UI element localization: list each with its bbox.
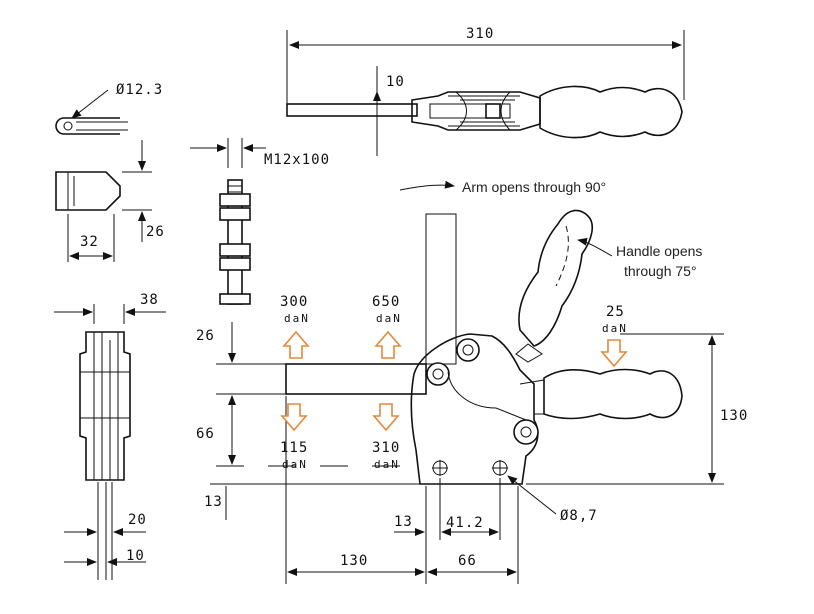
force-310-unit: daN bbox=[374, 458, 400, 471]
force-300-value: 300 bbox=[280, 294, 308, 310]
force-650-unit: daN bbox=[376, 312, 402, 325]
dim-arm-offset-top: 26 bbox=[196, 328, 215, 344]
force-115-unit: daN bbox=[282, 458, 308, 471]
force-115-arrow bbox=[280, 403, 308, 432]
force-310-value: 310 bbox=[372, 440, 400, 456]
top-view: 310 10 bbox=[286, 26, 685, 156]
dim-tip-height: 26 bbox=[146, 224, 165, 240]
dim-hole-diameter: Ø8,7 bbox=[560, 508, 598, 524]
force-650-value: 650 bbox=[372, 294, 400, 310]
dim-overall-length: 310 bbox=[466, 26, 494, 42]
tip-detail: Ø12.3 26 32 bbox=[55, 82, 165, 262]
clamp-arm bbox=[285, 363, 427, 395]
note-handle-open-2: through 75° bbox=[624, 263, 697, 279]
dim-height-total: 130 bbox=[720, 408, 748, 424]
force-115-value: 115 bbox=[280, 440, 308, 456]
dim-bar-thickness: 10 bbox=[386, 74, 405, 90]
front-view: Arm opens through 90° Handle opens throu… bbox=[196, 179, 748, 584]
handle-grip-open bbox=[518, 209, 594, 347]
bolt-detail: M12x100 bbox=[190, 138, 330, 305]
force-300-arrow bbox=[282, 330, 310, 359]
dim-base-height: 13 bbox=[204, 494, 223, 510]
note-arm-open: Arm opens through 90° bbox=[462, 179, 606, 195]
dim-base-offset: 13 bbox=[394, 514, 413, 530]
handle-grip-closed bbox=[543, 368, 683, 420]
dim-tip-diameter: Ø12.3 bbox=[116, 82, 163, 98]
force-25-unit: daN bbox=[602, 322, 628, 335]
force-25-arrow bbox=[600, 339, 628, 368]
dim-base-gap-right: 10 bbox=[126, 548, 145, 564]
dim-base-gap-left: 20 bbox=[128, 512, 147, 528]
force-650-arrow bbox=[374, 330, 402, 359]
dim-reach: 130 bbox=[340, 553, 368, 569]
note-handle-open-1: Handle opens bbox=[616, 243, 702, 259]
dim-arm-to-base: 66 bbox=[196, 426, 215, 442]
dim-tip-width: 32 bbox=[80, 234, 99, 250]
dim-bolt-spec: M12x100 bbox=[264, 152, 330, 168]
dim-hole-spacing: 41.2 bbox=[446, 515, 484, 531]
handle-grip-top-view bbox=[539, 85, 683, 139]
dim-side-width: 38 bbox=[140, 292, 159, 308]
force-25-value: 25 bbox=[606, 304, 625, 320]
dim-base-length: 66 bbox=[458, 553, 477, 569]
force-300-unit: daN bbox=[284, 312, 310, 325]
clamp-arm-open bbox=[425, 213, 457, 365]
side-view: 38 20 10 bbox=[54, 292, 166, 580]
force-indicators: 300 daN 650 daN 25 daN 115 daN 310 daN bbox=[280, 294, 628, 471]
force-310-arrow bbox=[372, 403, 400, 432]
